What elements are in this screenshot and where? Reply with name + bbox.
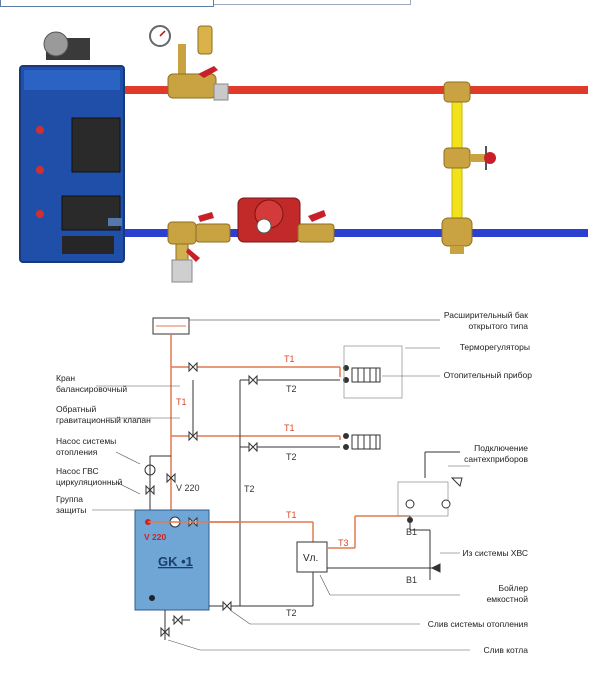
tag-v1-b: В1 bbox=[406, 575, 417, 585]
label-heating-pump-1: Насос системы bbox=[56, 436, 116, 446]
label-dhw-pump-1: Насос ГВС bbox=[56, 466, 99, 476]
label-system-drain: Слив системы отопления bbox=[428, 619, 529, 629]
boiler-v220: V 220 bbox=[144, 532, 166, 542]
bypass-fittings bbox=[441, 81, 496, 254]
labels: Расширительный бак открытого типа Термор… bbox=[56, 310, 532, 655]
photo-illustration bbox=[19, 25, 588, 283]
tag-t1-c: Т1 bbox=[284, 423, 295, 433]
tag-t2-c: Т2 bbox=[244, 484, 255, 494]
label-heating-device: Отопительный прибор bbox=[444, 370, 533, 380]
label-gravity-valve-1: Обратный bbox=[56, 404, 96, 414]
label-fixtures-1: Подключение bbox=[474, 443, 528, 453]
label-dhw-pump-2: циркуляционный bbox=[56, 477, 123, 487]
label-boiler-tank-1: Бойлер bbox=[499, 583, 529, 593]
top-frame-right bbox=[214, 0, 411, 5]
label-balancing-valve-2: балансировочный bbox=[56, 384, 127, 394]
safety-group-fitting bbox=[149, 25, 229, 101]
schematic-boiler bbox=[134, 509, 210, 611]
label-fixtures-2: сантехприборов bbox=[464, 454, 528, 464]
tag-v220: V 220 bbox=[176, 483, 200, 493]
tag-t2-b: Т2 bbox=[286, 452, 297, 462]
label-expansion-tank-2: открытого типа bbox=[469, 321, 529, 331]
label-gravity-valve-2: гравитационный клапан bbox=[56, 415, 151, 425]
boiler-unit bbox=[19, 31, 125, 263]
schematic bbox=[92, 317, 470, 651]
top-frame-left bbox=[0, 0, 214, 7]
tag-v1-a: В1 bbox=[406, 527, 417, 537]
indirect-tank bbox=[296, 541, 328, 573]
tag-t1-a: Т1 bbox=[284, 354, 295, 364]
tag-t1-d: Т1 bbox=[286, 510, 297, 520]
label-thermo-regulators: Терморегуляторы bbox=[460, 342, 530, 352]
label-cold-water: Из системы ХВС bbox=[462, 548, 528, 558]
label-boiler-tank-2: емкостной bbox=[487, 594, 529, 604]
label-safety-group-2: защиты bbox=[56, 505, 86, 515]
tag-t2-d: Т2 bbox=[286, 608, 297, 618]
tank-label: Vл. bbox=[303, 553, 318, 564]
label-safety-group-1: Группа bbox=[56, 494, 83, 504]
radiator-1 bbox=[351, 367, 381, 383]
label-boiler-drain: Слив котла bbox=[484, 645, 529, 655]
supply-pipe bbox=[120, 86, 588, 94]
label-balancing-valve-1: Кран bbox=[56, 373, 75, 383]
boiler-model: GK •1 bbox=[158, 554, 193, 569]
label-expansion-tank-1: Расширительный бак bbox=[444, 310, 528, 320]
tag-t3: Т3 bbox=[338, 538, 349, 548]
pump-group-fitting bbox=[167, 197, 335, 283]
tag-t2-a: Т2 bbox=[286, 384, 297, 394]
label-heating-pump-2: отопления bbox=[56, 447, 98, 457]
tag-t1-b: Т1 bbox=[176, 397, 187, 407]
return-pipe bbox=[120, 229, 588, 237]
radiator-2 bbox=[351, 434, 381, 450]
